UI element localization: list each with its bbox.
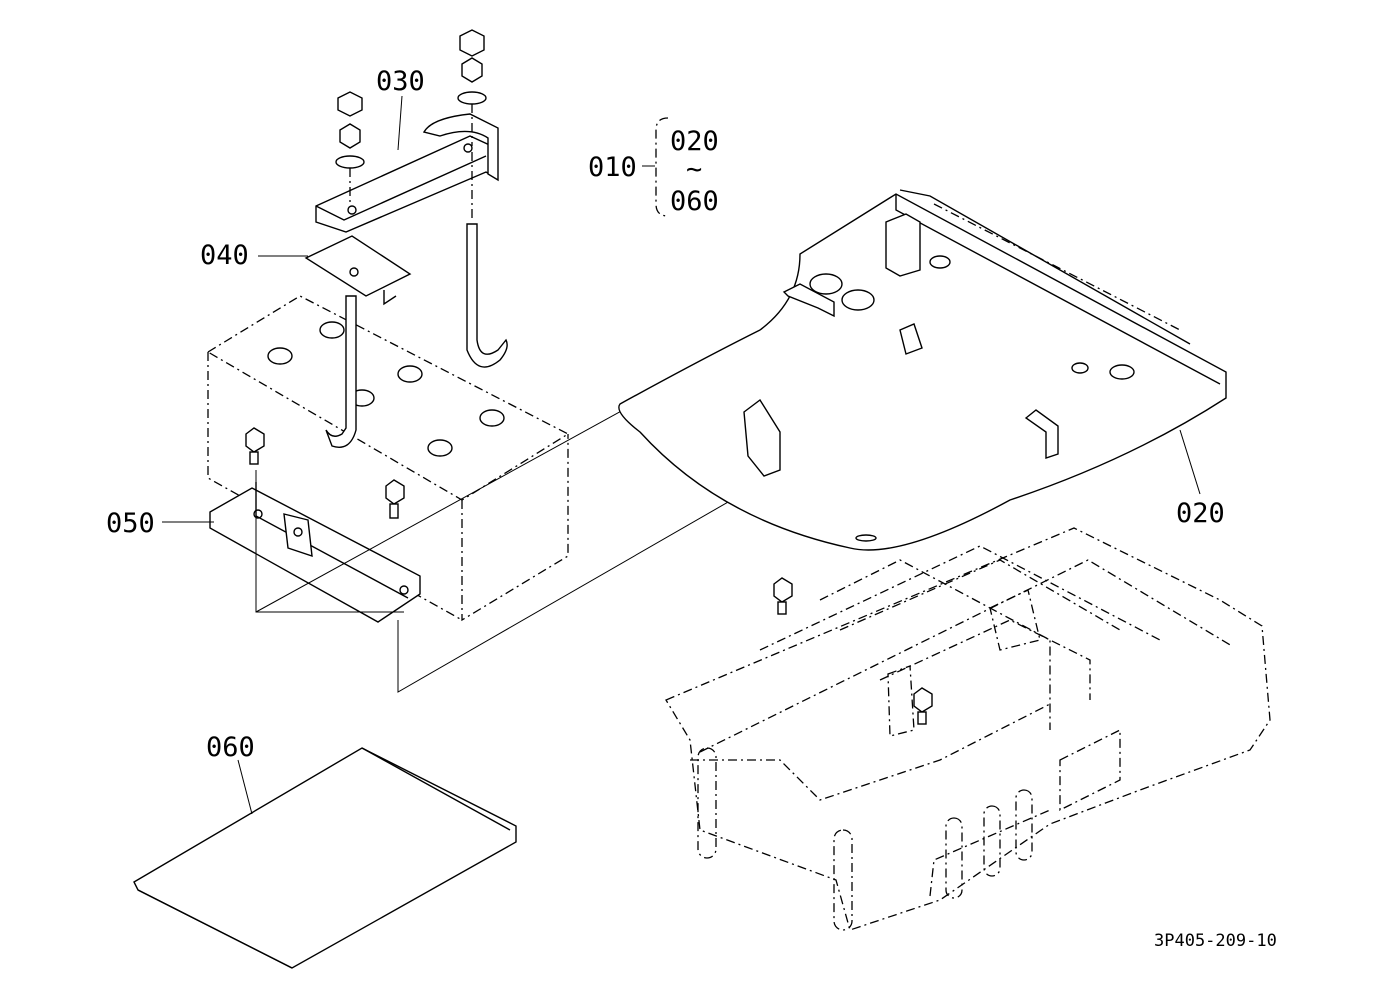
assembly-group-bracket: 010 020 ~ 060: [588, 117, 719, 217]
floor-plate: [618, 189, 1227, 551]
battery-pad: [304, 235, 412, 306]
j-bolt-short: [325, 295, 357, 448]
callout-060: 060: [206, 732, 255, 763]
callout-010: 010: [588, 152, 637, 183]
callout-020: 020: [1176, 498, 1225, 529]
battery-base-bracket: [209, 482, 421, 623]
callout-leaders: [162, 95, 1201, 815]
drawing-code: 3P405-209-10: [1154, 931, 1277, 951]
callout-040: 040: [200, 240, 249, 271]
callout-050: 050: [106, 508, 155, 539]
frame-slots: [697, 747, 1033, 931]
hex-nuts-left: [335, 91, 365, 206]
callout-020-range-start: 020: [670, 126, 719, 157]
callout-060-range-end: 060: [670, 186, 719, 217]
hex-nuts-right: [457, 29, 487, 146]
j-bolt-long: [466, 152, 508, 368]
operators-manual-sheet: [133, 747, 517, 969]
frame-bolts: [773, 577, 933, 725]
range-tilde: ~: [686, 154, 702, 185]
flange-bolts: [245, 427, 405, 519]
chassis-frame: [665, 527, 1271, 931]
battery-clamp-bar: [315, 113, 499, 233]
callout-030: 030: [376, 66, 425, 97]
